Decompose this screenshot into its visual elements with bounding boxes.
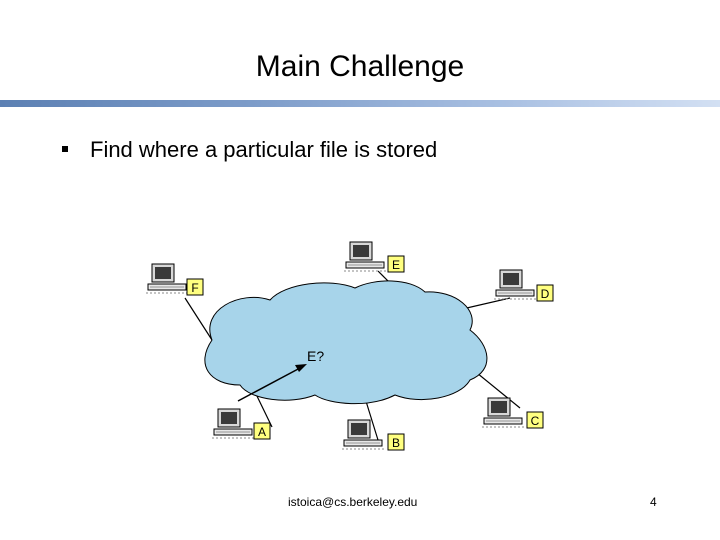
svg-text:F: F [191, 281, 198, 295]
query-label: E? [307, 348, 324, 364]
computer-icon [341, 419, 385, 450]
node-label-c: C [526, 411, 544, 429]
node-label-d: D [536, 284, 554, 302]
svg-text:C: C [531, 414, 540, 428]
computer-icon [211, 408, 255, 439]
title-rule [0, 100, 720, 107]
node-label-a: A [253, 422, 271, 440]
svg-text:B: B [392, 436, 400, 450]
node-label-f: F [186, 278, 204, 296]
network-cloud-icon [204, 280, 488, 405]
slide-title: Main Challenge [255, 50, 465, 83]
bullet-square-icon [62, 146, 68, 152]
node-label-e: E [387, 255, 405, 273]
svg-text:D: D [541, 287, 550, 301]
node-label-b: B [387, 433, 405, 451]
computer-icon [481, 397, 525, 428]
computer-icon [343, 241, 387, 272]
arrow-icon [237, 367, 301, 402]
footer-email: istoica@cs.berkeley.edu [288, 495, 418, 509]
svg-text:A: A [258, 425, 266, 439]
computer-icon [145, 263, 189, 294]
computer-icon [493, 269, 537, 300]
svg-text:E: E [392, 258, 400, 272]
bullet-text: Find where a particular file is stored [90, 137, 438, 162]
page-number: 4 [650, 495, 657, 509]
